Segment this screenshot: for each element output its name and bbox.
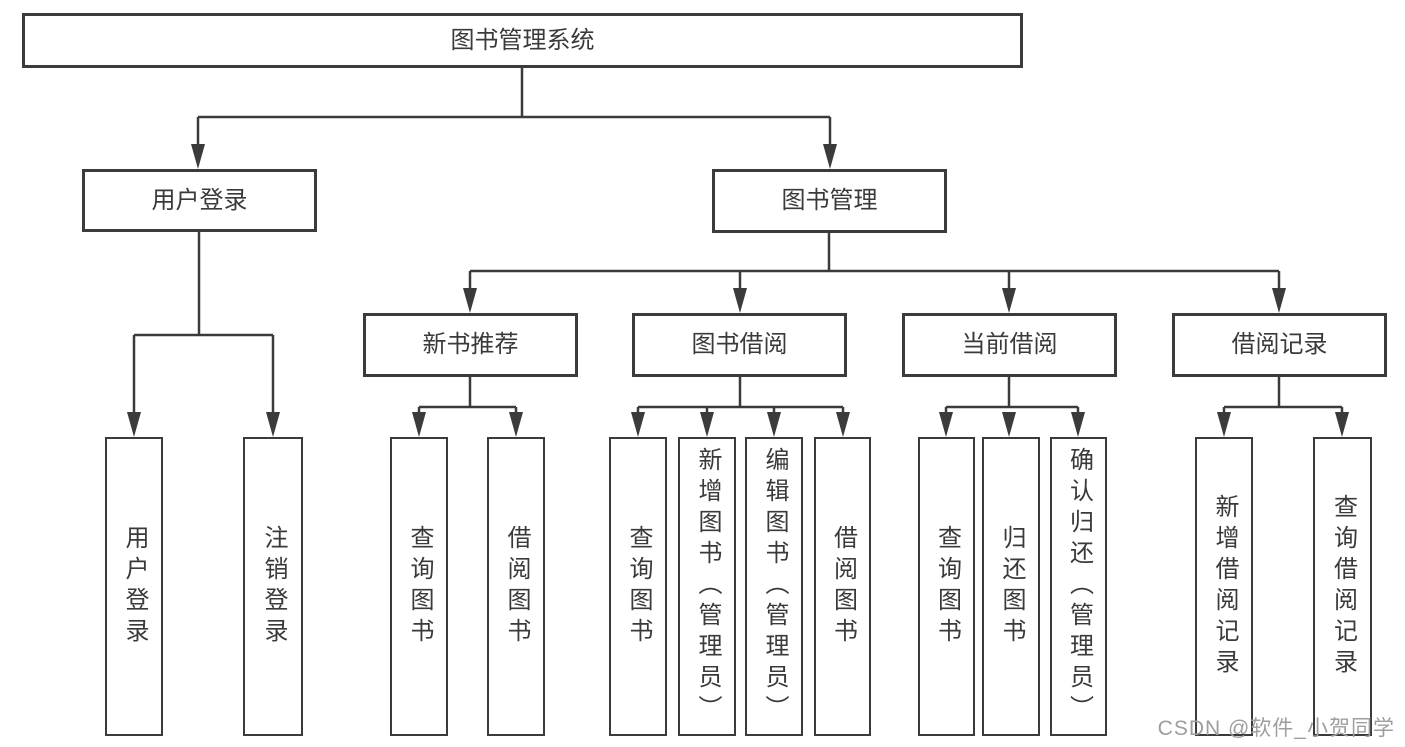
node-label: 新增借阅记录: [1211, 493, 1238, 680]
node-label: 查询图书: [406, 524, 433, 649]
node-label: 新增图书（管理员）: [694, 447, 721, 726]
node-label: 图书管理: [781, 187, 878, 214]
connector-lines: [132, 68, 1344, 416]
node-leaf-borrow-book-recommend: 借阅图书: [487, 437, 545, 736]
node-borrow-records: 借阅记录: [1172, 313, 1387, 377]
node-label: 新书推荐: [422, 331, 519, 358]
node-leaf-add-borrow-record: 新增借阅记录: [1195, 437, 1253, 736]
node-leaf-user-login: 用户登录: [105, 437, 163, 736]
node-label: 查询图书: [625, 524, 652, 649]
node-book-management: 图书管理: [712, 169, 947, 233]
node-current-borrow: 当前借阅: [902, 313, 1117, 377]
node-leaf-logout: 注销登录: [243, 437, 303, 736]
node-label: 借阅记录: [1231, 331, 1328, 358]
node-root: 图书管理系统: [22, 13, 1023, 68]
node-label: 借阅图书: [829, 524, 857, 649]
node-label: 图书管理系统: [450, 26, 595, 54]
node-leaf-add-book-admin: 新增图书（管理员）: [678, 437, 736, 736]
node-leaf-edit-book-admin: 编辑图书（管理员）: [745, 437, 803, 736]
node-leaf-query-book: 查询图书: [609, 437, 667, 736]
node-label: 图书借阅: [691, 331, 788, 358]
node-label: 当前借阅: [961, 331, 1058, 358]
node-leaf-query-current: 查询图书: [918, 437, 975, 736]
node-book-borrow: 图书借阅: [632, 313, 847, 377]
node-leaf-query-borrow-record: 查询借阅记录: [1313, 437, 1372, 736]
node-label: 借阅图书: [503, 524, 530, 649]
node-leaf-return-book: 归还图书: [982, 437, 1040, 736]
node-label: 归还图书: [998, 524, 1025, 649]
node-label: 确认归还（管理员）: [1065, 447, 1093, 726]
watermark: CSDN @软件_小贺同学: [1157, 717, 1395, 740]
node-label: 注销登录: [260, 524, 287, 649]
node-label: 查询借阅记录: [1329, 493, 1357, 680]
node-label: 编辑图书（管理员）: [761, 447, 788, 726]
node-new-book-recommend: 新书推荐: [363, 313, 578, 377]
node-leaf-query-book-recommend: 查询图书: [390, 437, 448, 736]
arrowheads: [127, 144, 1349, 437]
node-label: 查询图书: [933, 524, 961, 649]
node-label: 用户登录: [121, 524, 148, 649]
node-leaf-borrow-book: 借阅图书: [814, 437, 871, 736]
node-user-login: 用户登录: [82, 169, 317, 232]
node-label: 用户登录: [151, 186, 248, 214]
node-leaf-confirm-return-admin: 确认归还（管理员）: [1050, 437, 1107, 736]
